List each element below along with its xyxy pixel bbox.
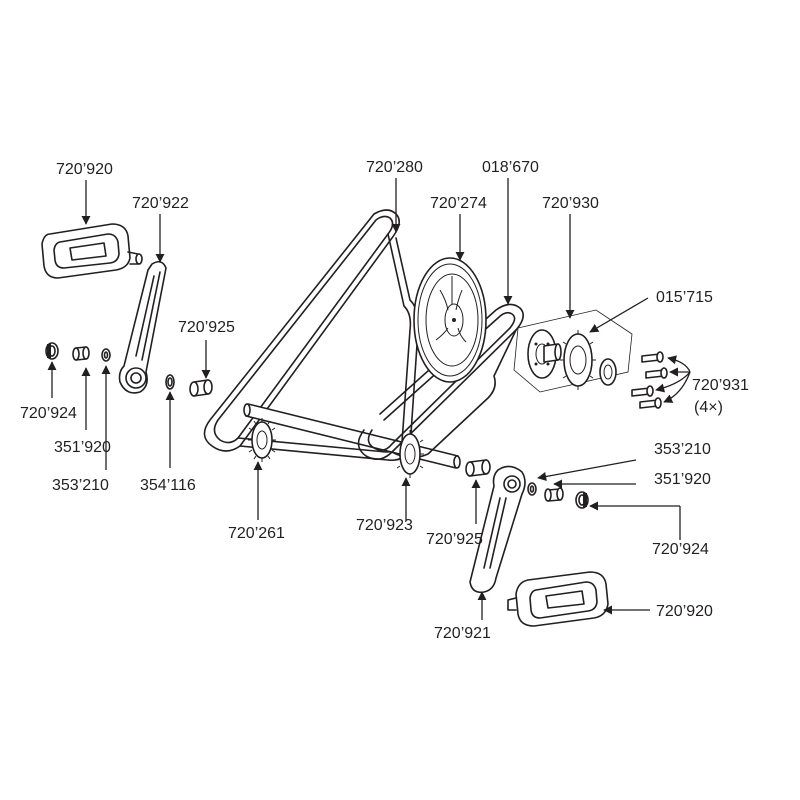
label-hub-assembly: 720’930 — [542, 195, 599, 212]
bolt-left — [72, 346, 90, 361]
pedal-left — [41, 223, 143, 279]
washer-right — [527, 482, 537, 496]
freewheel — [560, 330, 617, 390]
label-sprocket-small-right: 720’923 — [356, 517, 413, 534]
pedal-right — [507, 571, 609, 627]
crank-left — [118, 260, 167, 394]
chain-outer — [203, 209, 420, 462]
label-pedal-left: 720’920 — [56, 161, 113, 178]
label-hub-bolts: 720’931 — [692, 377, 749, 394]
axle — [243, 403, 461, 469]
cap-right — [575, 491, 589, 509]
washer-left — [101, 348, 111, 362]
hub-bolts — [631, 351, 668, 409]
label-ring-left: 354’116 — [140, 477, 196, 494]
label-washer-left: 353’210 — [52, 477, 109, 494]
label-chain-inner: 018’670 — [482, 159, 539, 176]
label-washer-right: 353’210 — [654, 441, 711, 458]
label-bolt-right: 351’920 — [654, 471, 711, 488]
label-chainring: 720’274 — [430, 195, 487, 212]
chainring — [413, 257, 487, 383]
label-hub-bolts-qty: (4×) — [694, 399, 723, 416]
label-chain-outer: 720’280 — [366, 159, 423, 176]
label-crank-left: 720’922 — [132, 195, 189, 212]
leader-lines — [47, 178, 691, 620]
ring-left — [165, 374, 175, 390]
bushing-right — [465, 459, 491, 477]
bolt-right — [544, 487, 564, 502]
sprocket-small-right — [396, 430, 424, 478]
cap-left — [45, 342, 59, 360]
label-cap-left: 720’924 — [20, 405, 77, 422]
label-pedal-right: 720’920 — [656, 603, 713, 620]
label-bolt-left: 351’920 — [54, 439, 111, 456]
bushing-left — [189, 379, 213, 397]
crank-right — [469, 465, 526, 594]
sprocket-small-left — [248, 418, 276, 462]
label-freewheel: 015’715 — [656, 289, 713, 306]
label-bushing-right: 720’925 — [426, 531, 483, 548]
label-crank-right: 720’921 — [434, 625, 491, 642]
label-bushing-left: 720’925 — [178, 319, 235, 336]
hub-assembly — [513, 309, 633, 393]
label-sprocket-small-left: 720’261 — [228, 525, 285, 542]
label-cap-right: 720’924 — [652, 541, 709, 558]
